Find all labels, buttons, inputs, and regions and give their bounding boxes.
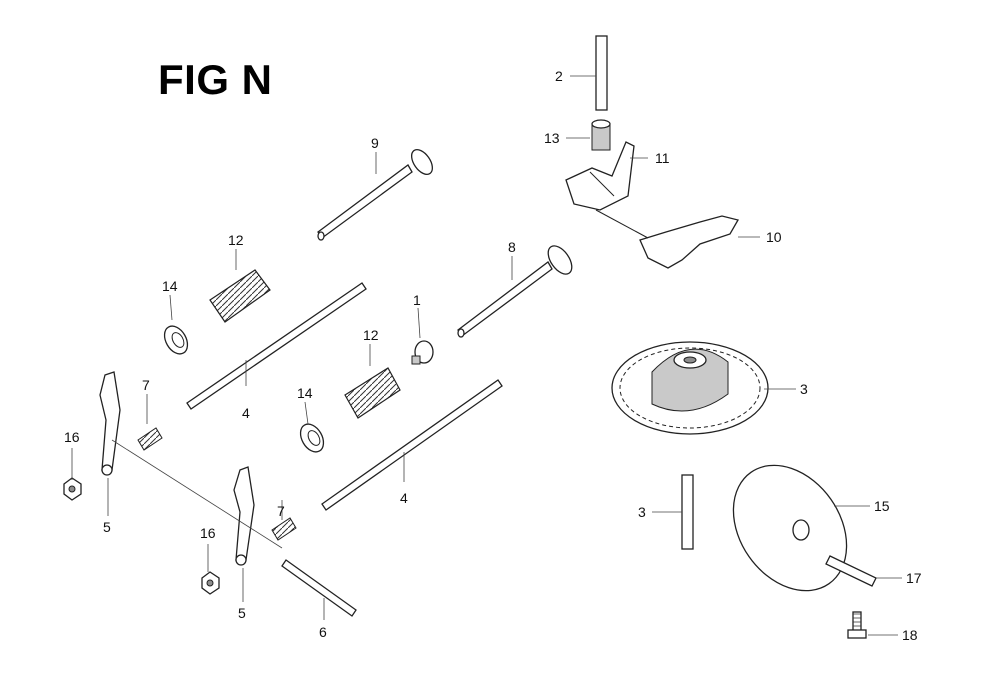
pivot-bolt-left	[137, 427, 163, 451]
callout-2: 3	[800, 381, 808, 397]
callout-6: 6	[319, 624, 327, 640]
callout-12-lower: 12	[363, 327, 379, 343]
shaft-lower	[681, 474, 694, 550]
collar	[591, 119, 611, 151]
push-rod-lower	[321, 379, 503, 511]
callout-12-upper: 12	[228, 232, 244, 248]
governor-arm	[565, 141, 635, 211]
callout-13: 13	[544, 130, 560, 146]
rocker-arm-left	[99, 371, 121, 476]
callout-labels: 2 13 11 10 9 8 12 14 1 12 4 14 4 7 7 16 …	[64, 68, 922, 643]
callout-7-left: 7	[142, 377, 150, 393]
nut-left	[63, 477, 82, 501]
leader-lines	[71, 75, 902, 636]
valve-spring-upper	[209, 269, 271, 323]
callout-14-lower: 14	[297, 385, 313, 401]
callout-14-upper: 14	[162, 278, 178, 294]
valve-upper	[317, 148, 434, 241]
valve-rotator	[411, 340, 434, 365]
callout-3-upper: 2	[555, 68, 563, 84]
callout-5-right: 5	[238, 605, 246, 621]
callout-8: 8	[508, 239, 516, 255]
callout-10: 10	[766, 229, 782, 245]
callout-16-right: 16	[200, 525, 216, 541]
callout-1: 1	[413, 292, 421, 308]
valve-spring-lower	[344, 367, 401, 419]
governor-weight	[595, 209, 739, 269]
pivot-bolt-right	[271, 517, 297, 541]
callout-4-upper: 4	[242, 405, 250, 421]
callout-17: 17	[906, 570, 922, 586]
valve-lower	[457, 245, 573, 338]
nut-right	[201, 571, 220, 595]
push-rod-upper	[186, 282, 367, 410]
callout-15: 15	[874, 498, 890, 514]
rocker-arm-right	[233, 466, 255, 566]
rocker-shaft	[281, 559, 357, 617]
spring-retainer-upper	[163, 325, 189, 355]
callout-16-left: 16	[64, 429, 80, 445]
figure-title: FIG N	[158, 56, 273, 103]
shaft-upper	[595, 35, 608, 111]
flywheel-disc	[732, 464, 848, 592]
callout-9: 9	[371, 135, 379, 151]
callout-18: 18	[902, 627, 918, 643]
callout-7-right: 7	[277, 503, 285, 519]
callout-4-lower: 4	[400, 490, 408, 506]
callout-5-left: 5	[103, 519, 111, 535]
callout-11: 11	[655, 150, 670, 166]
bolt	[847, 611, 867, 639]
pin	[825, 555, 877, 587]
callout-3-lower: 3	[638, 504, 646, 520]
camshaft-gear	[611, 341, 769, 435]
spring-retainer-lower	[299, 423, 325, 453]
